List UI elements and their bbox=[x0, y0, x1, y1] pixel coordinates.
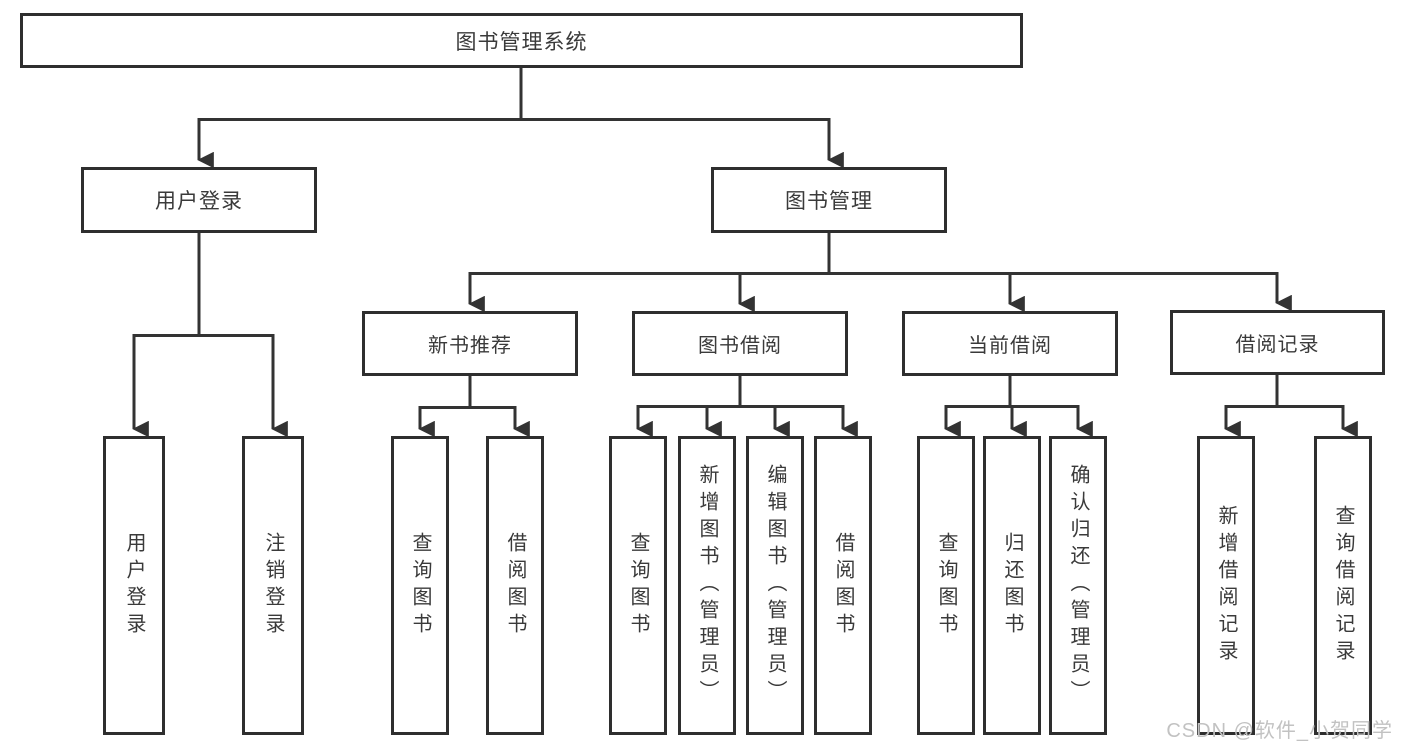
leaf-edit-book-admin: 编辑图书（管理员） bbox=[746, 436, 804, 735]
node-root: 图书管理系统 bbox=[20, 13, 1023, 68]
leaf-borrow-books-recommend: 借阅图书 bbox=[486, 436, 544, 735]
leaf-add-book-admin: 新增图书（管理员） bbox=[678, 436, 736, 735]
watermark: CSDN @软件_小贺同学 bbox=[1166, 720, 1393, 742]
leaf-query-books-recommend: 查询图书 bbox=[391, 436, 449, 735]
leaf-borrow-books-borrowing: 借阅图书 bbox=[814, 436, 872, 735]
node-new-book-recommendation: 新书推荐 bbox=[362, 311, 578, 376]
node-book-management: 图书管理 bbox=[711, 167, 947, 233]
node-current-borrowing: 当前借阅 bbox=[902, 311, 1118, 376]
node-user-login: 用户登录 bbox=[81, 167, 317, 233]
leaf-add-borrow-record: 新增借阅记录 bbox=[1197, 436, 1255, 735]
leaf-user-login: 用户登录 bbox=[103, 436, 165, 735]
leaf-confirm-return-admin: 确认归还（管理员） bbox=[1049, 436, 1107, 735]
leaf-query-books-current: 查询图书 bbox=[917, 436, 975, 735]
leaf-query-books-borrowing: 查询图书 bbox=[609, 436, 667, 735]
leaf-return-book: 归还图书 bbox=[983, 436, 1041, 735]
node-book-borrowing: 图书借阅 bbox=[632, 311, 848, 376]
leaf-query-borrow-record: 查询借阅记录 bbox=[1314, 436, 1372, 735]
leaf-logout: 注销登录 bbox=[242, 436, 304, 735]
node-borrowing-records: 借阅记录 bbox=[1170, 310, 1385, 375]
